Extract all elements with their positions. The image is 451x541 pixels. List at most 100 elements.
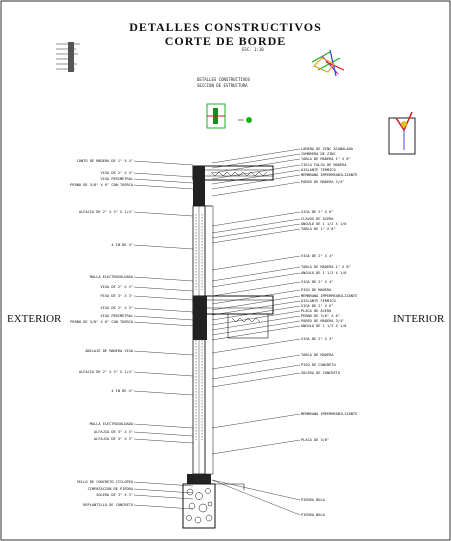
leader-line <box>133 504 194 510</box>
annotation-right: CLAVOS DE ACERO <box>301 217 334 221</box>
annotation-right: VIGA DE 2" X 3" <box>301 337 334 341</box>
leader-line <box>211 169 301 185</box>
leader-line <box>211 300 301 316</box>
annotation-left: ALFAJIA DE 2" X 3" X 1/4" <box>78 210 133 214</box>
annotation-right: ANGULO DE 1 1/2 X 1/8 <box>301 222 347 226</box>
leader-line <box>133 438 194 444</box>
exterior-label: EXTERIOR <box>7 313 62 325</box>
leader-line <box>211 255 301 271</box>
annotation-left: REPLANTILLO DE CONCRETO <box>83 503 133 507</box>
leader-line <box>211 228 301 244</box>
annotation-right: ANGULO DE 1 1/2 X 1/8 <box>301 324 347 328</box>
annotation-left: PERNO DE 3/8" X 6" CON TUERCA <box>70 183 133 187</box>
leader-line <box>211 413 301 429</box>
annotation-right: TABLA DE MADERA 1" X 8" <box>301 265 351 269</box>
annotation-left: PISO DE 3" X 3" <box>100 294 133 298</box>
annotation-left: ALFAJIA DE 2" X 3" X 1/4" <box>78 370 133 374</box>
leader-line <box>133 481 194 487</box>
annotation-left: SELLO DE CONCRETO CICLOPEO <box>76 480 133 484</box>
annotation-right: VIGA DE 2" X 6" <box>301 210 334 214</box>
legend-block <box>56 42 80 72</box>
wall-section <box>182 165 274 529</box>
annotation-left: 4 IN DE 4" <box>111 243 133 247</box>
detail-subtitle-2: SECCION DE ESTRUCTURA <box>197 83 248 88</box>
leader-line <box>211 223 301 239</box>
isometric-detail-top <box>311 49 345 77</box>
drawing-title: DETALLES CONSTRUCTIVOS <box>129 20 322 34</box>
leader-line <box>211 164 301 180</box>
annotation-left: CIMENTACION DE PIEDRA <box>87 487 133 491</box>
annotation-right: LAMINA DE ZINC ACANALADA <box>301 147 353 151</box>
leader-line <box>133 488 194 494</box>
leader-line <box>211 158 301 174</box>
corner-detail-right <box>388 111 416 155</box>
annotation-left: ALFAJIA DE 3" X 3" <box>94 430 133 434</box>
detail-subtitle-1: DETALLES CONSTRUCTIVOS <box>197 77 250 82</box>
annotation-right: PERNO DE 3/8" X 6" <box>301 314 340 318</box>
leader-line <box>133 172 194 178</box>
leader-line <box>211 174 301 190</box>
leader-line <box>133 431 194 437</box>
annotation-left: VIGA PERIMETRAL <box>100 314 133 318</box>
annotation-right: MEMBRANA IMPERMEABILIZANTE <box>301 173 358 177</box>
leader-line <box>133 295 194 301</box>
annotation-left: VIGA PERIMETRAL <box>100 177 133 181</box>
annotation-right: MEMBRANA IMPERMEABILIZANTE <box>301 294 358 298</box>
leader-line <box>211 338 301 354</box>
leader-line <box>133 286 194 292</box>
leader-line <box>133 178 194 184</box>
annotation-right: CIELO FALSO DE MADERA <box>301 163 347 167</box>
annotation-right: PIEDRA BOLA <box>301 498 325 502</box>
annotation-right: MEMBRANA IMPERMEABILIZANTE <box>301 412 358 416</box>
annotation-right: PARED DE MADERA 3/4" <box>301 319 345 323</box>
leader-line <box>133 211 194 217</box>
leader-line <box>211 354 301 370</box>
annotation-right: SOLERA DE CONCRETO <box>301 371 340 375</box>
annotation-right: PARED DE MADERA 3/4" <box>301 180 345 184</box>
leader-line <box>211 289 301 305</box>
annotation-right: AISLANTE TERMICO <box>301 168 336 172</box>
annotation-left: VIGA DE 2" X 4" <box>100 171 133 175</box>
annotation-right: PLACA DE ACERO <box>301 309 332 313</box>
annotation-right: VIGA DE 2" X 6" <box>301 304 334 308</box>
leader-line <box>211 439 301 455</box>
leader-line <box>211 153 301 169</box>
leader-line <box>211 181 301 197</box>
annotation-right: PISO DE MADERA <box>301 288 332 292</box>
annotation-left: SOLERA DE 3" X 3" <box>96 493 133 497</box>
leader-line <box>211 310 301 326</box>
leader-line <box>211 325 301 341</box>
annotation-right: PIEDRA BOLA <box>301 513 325 517</box>
leader-line <box>211 211 301 227</box>
leader-line <box>133 184 194 190</box>
leader-line <box>211 479 301 501</box>
drawing-subtitle: CORTE DE BORDE <box>164 34 287 48</box>
leader-line <box>211 281 301 297</box>
annotation-right: VIGA DE 2" X 4" <box>301 280 334 284</box>
annotation-left: ALFAJIA DE 3" X 3" <box>94 437 133 441</box>
annotation-left: CANTO DE MADERA DE 1" X 4" <box>76 159 133 163</box>
leader-line <box>211 148 301 164</box>
leader-line <box>133 307 194 313</box>
annotation-right: CUMBRERA DE ZINC <box>301 152 336 156</box>
leader-line <box>133 321 194 327</box>
annotation-left: MALLA ELECTROSOLDADA <box>89 275 133 279</box>
leader-line <box>133 276 194 282</box>
leader-line <box>211 320 301 336</box>
leader-line <box>211 295 301 311</box>
annotation-left: MALLA ELECTROSOLDADA <box>89 422 133 426</box>
leader-line <box>211 315 301 331</box>
structure-detail-center <box>206 103 252 129</box>
leader-line <box>211 272 301 288</box>
annotation-right: AISLANTE TERMICO <box>301 299 336 303</box>
leader-line <box>133 494 194 500</box>
interior-label: INTERIOR <box>393 313 445 325</box>
annotation-left: PERNO DE 3/8" X 6" CON TUERCA <box>70 320 133 324</box>
leader-line <box>133 160 194 166</box>
leader-line <box>133 371 194 377</box>
annotation-left: 4 IN DE 4" <box>111 389 133 393</box>
annotation-right: ANGULO DE 1 1/2 X 1/8 <box>301 271 347 275</box>
annotation-left: VIGA DE 2" X 3" <box>100 285 133 289</box>
annotation-right: TABLA DE MADERA 1" X 8" <box>301 157 351 161</box>
